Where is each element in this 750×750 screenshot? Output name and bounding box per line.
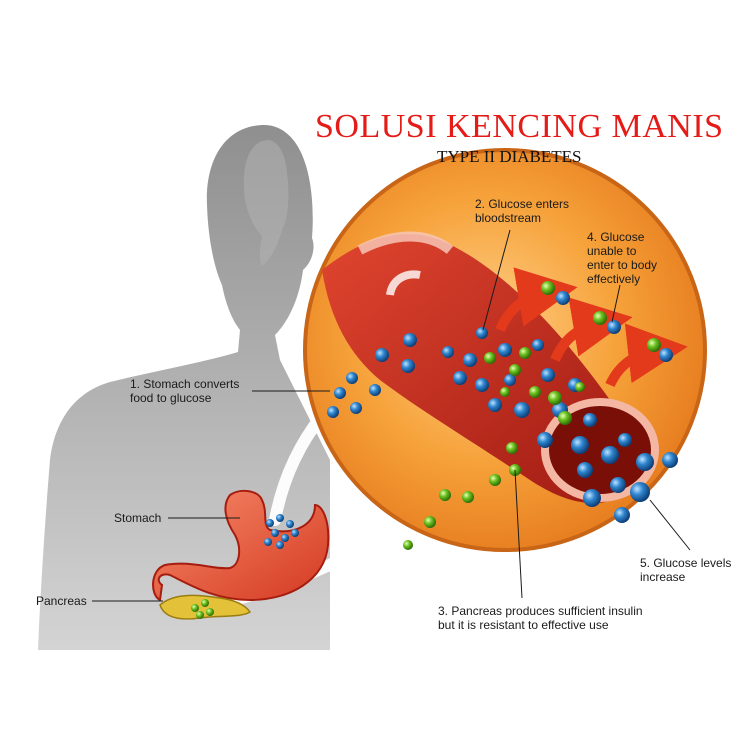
label-step2: 2. Glucose enters bloodstream [475, 197, 570, 225]
leader-step5 [649, 499, 691, 551]
pancreas-organ [159, 594, 252, 620]
label-pancreas: Pancreas [36, 594, 87, 608]
label-step3: 3. Pancreas produces sufficient insulin … [438, 604, 643, 632]
leader-step3 [514, 469, 523, 599]
label-step5: 5. Glucose levels increase [640, 556, 732, 584]
leader-step4 [611, 284, 621, 323]
insulin-molecules [403, 281, 661, 550]
stomach-organ [152, 489, 330, 602]
label-stomach: Stomach [114, 511, 162, 525]
label-step1: 1. Stomach converts food to glucose [130, 377, 240, 405]
red-arrow-1 [495, 267, 578, 333]
leader-lines [92, 229, 691, 602]
page-title: SOLUSI KENCING MANIS [315, 108, 724, 145]
glucose-molecules [327, 291, 678, 523]
label-step4: 4. Glucose unable to enter to body effec… [587, 230, 658, 286]
leader-step2 [482, 229, 511, 331]
stomach-glucose [264, 514, 299, 549]
page-subtitle: TYPE II DIABETES [437, 147, 582, 166]
bloodstream-magnifier [303, 148, 707, 552]
